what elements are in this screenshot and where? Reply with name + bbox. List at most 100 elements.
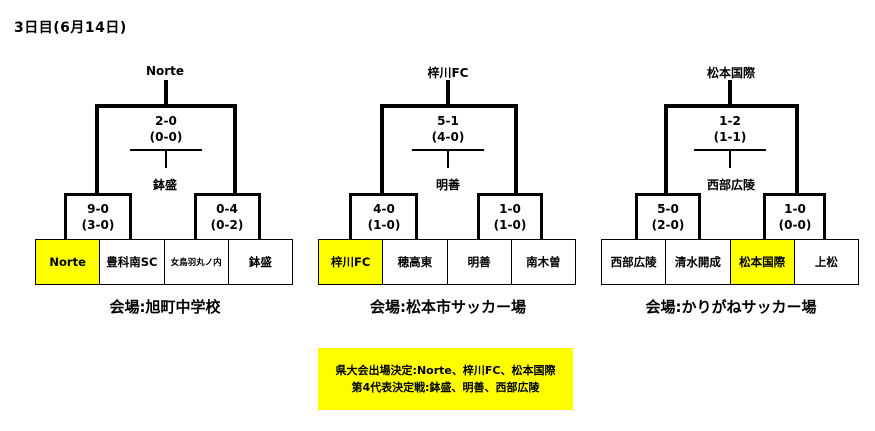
right-semi-score: 0-4 (0-2) <box>198 201 256 233</box>
right-semi-leg-a <box>194 193 197 239</box>
right-semi-leg-b <box>823 193 826 239</box>
team-cell: 清水開成 <box>666 240 731 284</box>
right-semi-pk-text: (0-2) <box>210 218 244 232</box>
team-row: 梓川FC 穂高東 明善 南木曽 <box>318 239 576 285</box>
score-divider-stem <box>447 150 449 168</box>
final-score: 5-1 (4-0) <box>413 113 483 145</box>
final-right-leg <box>795 104 799 194</box>
right-semi-top-left <box>477 193 517 196</box>
bracket-winner: 梓川FC <box>427 66 469 80</box>
page-heading: 3日目(6月14日) <box>14 20 127 36</box>
right-semi-top-right <box>795 193 826 196</box>
final-pk-text: (1-1) <box>713 130 747 144</box>
score-divider <box>694 149 766 151</box>
score-divider <box>412 149 484 151</box>
team-cell: 上松 <box>814 255 838 269</box>
final-bar <box>664 104 799 108</box>
team-cell: 女鳥羽丸ノ内 <box>165 240 229 284</box>
team-cell: 梓川FC <box>319 240 384 284</box>
left-semi-score-text: 5-0 <box>657 202 679 216</box>
venue-label: 会場:松本市サッカー場 <box>370 298 526 316</box>
final-score: 1-2 (1-1) <box>695 113 765 145</box>
bracket-1: Norte 2-0 (0-0) 鉢盛 9-0 (3-0) 0-4 (0-2) N… <box>35 60 295 322</box>
right-semi-score: 1-0 (1-0) <box>481 201 539 233</box>
left-semi-pk-text: (1-0) <box>367 218 401 232</box>
left-semi-leg-b <box>698 193 701 239</box>
final-score-text: 2-0 <box>155 114 177 128</box>
final-score-text: 1-2 <box>719 114 741 128</box>
final-pk-text: (0-0) <box>149 130 183 144</box>
right-semi-leg-b <box>540 193 543 239</box>
right-semi-top-left <box>763 193 798 196</box>
left-semi-pk-text: (2-0) <box>651 218 685 232</box>
left-semi-top-left <box>64 193 99 196</box>
left-semi-leg-b <box>415 193 418 239</box>
final-left-leg <box>664 104 668 194</box>
right-semi-score-text: 1-0 <box>784 202 806 216</box>
right-semi-pk-text: (0-0) <box>778 218 812 232</box>
final-pk-text: (4-0) <box>431 130 465 144</box>
score-divider <box>130 149 202 151</box>
final-bar <box>95 104 237 108</box>
venue-label: 会場:旭町中学校 <box>109 298 221 316</box>
left-semi-top-left <box>349 193 384 196</box>
left-semi-score-text: 9-0 <box>87 202 109 216</box>
bracket-2: 梓川FC 5-1 (4-0) 明善 4-0 (1-0) 1-0 (1-0) 梓川… <box>318 60 578 322</box>
right-semi-leg-b <box>258 193 261 239</box>
venue-label: 会場:かりがねサッカー場 <box>645 298 817 316</box>
right-semi-top-left <box>194 193 236 196</box>
score-divider-stem <box>729 150 731 168</box>
bracket-winner: Norte <box>145 64 185 78</box>
team-row: Norte 豊科南SC 女鳥羽丸ノ内 鉢盛 <box>35 239 293 285</box>
qualification-note: 県大会出場決定:Norte、梓川FC、松本国際 第4代表決定戦:鉢盛、明善、西部… <box>318 348 573 410</box>
final-score: 2-0 (0-0) <box>131 113 201 145</box>
left-semi-leg-a <box>64 193 67 239</box>
left-semi-leg-a <box>349 193 352 239</box>
winner-stem <box>728 80 732 106</box>
right-semi-score-text: 0-4 <box>216 202 238 216</box>
right-semi-score: 1-0 (0-0) <box>766 201 824 233</box>
left-semi-leg-b <box>129 193 132 239</box>
left-semi-top-left <box>635 193 668 196</box>
final-right-leg <box>233 104 237 194</box>
score-divider-stem <box>165 150 167 168</box>
right-semi-top-right <box>514 193 543 196</box>
team-cell: 西部広陵 <box>602 240 667 284</box>
left-semi-leg-a <box>635 193 638 239</box>
left-semi-score: 5-0 (2-0) <box>639 201 697 233</box>
right-semi-pk-text: (1-0) <box>493 218 527 232</box>
right-semi-top-right <box>233 193 261 196</box>
team-cell: 穂高東 <box>383 240 448 284</box>
final-bar <box>380 104 518 108</box>
right-semi-score-text: 1-0 <box>499 202 521 216</box>
final-right-leg <box>514 104 518 194</box>
runner-up: 明善 <box>435 178 460 192</box>
winner-stem <box>446 80 450 106</box>
note-line-playoff: 第4代表決定戦:鉢盛、明善、西部広陵 <box>351 381 540 394</box>
left-semi-score: 9-0 (3-0) <box>68 201 128 233</box>
team-cell: 明善 <box>448 240 512 284</box>
bracket-winner: 松本国際 <box>706 66 755 80</box>
left-semi-score-text: 4-0 <box>373 202 395 216</box>
left-semi-top-right <box>666 193 701 196</box>
team-cell: 豊科南SC <box>100 240 165 284</box>
final-left-leg <box>95 104 99 194</box>
final-left-leg <box>380 104 384 194</box>
runner-up: 西部広陵 <box>706 178 755 192</box>
team-row: 西部広陵 清水開成 松本国際 上松 <box>601 239 859 285</box>
note-line-qualified: 県大会出場決定:Norte、梓川FC、松本国際 <box>335 364 556 377</box>
left-semi-score: 4-0 (1-0) <box>354 201 414 233</box>
runner-up: 鉢盛 <box>152 178 177 192</box>
left-semi-pk-text: (3-0) <box>81 218 115 232</box>
team-cell: Norte <box>36 240 101 284</box>
bracket-3: 松本国際 1-2 (1-1) 西部広陵 5-0 (2-0) 1-0 (0-0) … <box>601 60 861 322</box>
team-cell: 鉢盛 <box>248 255 272 269</box>
team-cell: 松本国際 <box>730 240 795 284</box>
winner-stem <box>164 80 168 106</box>
final-score-text: 5-1 <box>437 114 459 128</box>
left-semi-top-right <box>382 193 418 196</box>
right-semi-leg-a <box>763 193 766 239</box>
team-cell: 南木曽 <box>526 255 561 269</box>
left-semi-top-right <box>97 193 132 196</box>
right-semi-leg-a <box>477 193 480 239</box>
